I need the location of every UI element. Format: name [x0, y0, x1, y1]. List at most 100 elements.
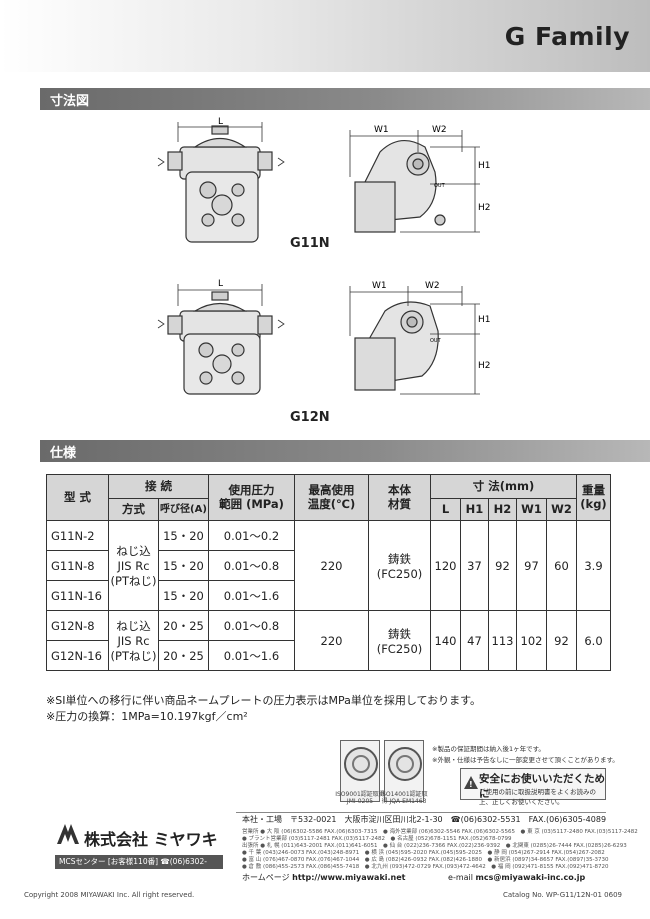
- g11n-dim-H2: H2: [478, 203, 490, 213]
- website-link[interactable]: http://www.miyawaki.net: [292, 873, 406, 882]
- g12n-dim-H1: H1: [478, 315, 490, 325]
- g12n-out-label: OUT: [430, 338, 442, 344]
- th-H2: H2: [488, 498, 517, 521]
- cell-model: G11N-16: [46, 580, 109, 611]
- cell-pressure: 0.01～0.8: [208, 550, 295, 581]
- th-W2: W2: [546, 498, 577, 521]
- table-row: G12N-16 20・25 0.01～1.6: [46, 640, 611, 671]
- th-H1: H1: [460, 498, 489, 521]
- cell-H2: 92: [488, 520, 517, 611]
- hq-address: 本社・工場 〒532-0021 大阪市淀川区田川北2-1-30 ☎(06)630…: [242, 815, 607, 824]
- th-size: 呼び径(A): [158, 498, 209, 521]
- g11n-dim-H1: H1: [478, 161, 490, 171]
- g11n-out-label: OUT: [434, 183, 446, 189]
- catalog-number: Catalog No. WP-G11/12N-01 0609: [502, 891, 622, 899]
- note-si-units: ※SI単位への移行に伴い商品ネームプレートの圧力表示はMPa単位を採用しておりま…: [46, 694, 482, 707]
- cell-pressure: 0.01～1.6: [208, 580, 295, 611]
- cell-temp: 220: [294, 610, 369, 671]
- cell-material: 鋳鉄(FC250): [368, 520, 431, 611]
- cell-L: 140: [430, 610, 461, 671]
- g12n-dim-L: L: [218, 279, 223, 289]
- iso14001-cert-icon: [384, 740, 424, 802]
- cell-size: 15・20: [158, 550, 209, 581]
- email-link[interactable]: mcs@miyawaki-inc.co.jp: [475, 873, 586, 882]
- iso14001-caption: ISO14001認証取得 JQA-EM1463: [380, 791, 428, 805]
- iso9001-caption: ISO9001認証取得 JMI-0205: [335, 791, 385, 805]
- cell-W2: 92: [546, 610, 577, 671]
- branch-list-line: ● プラント営業部 (03)5117-2481 FAX.(03)5117-248…: [242, 836, 512, 842]
- copyright: Copyright 2008 MIYAWAKI Inc. All right r…: [24, 891, 195, 899]
- table-row: G11N-16 15・20 0.01～1.6: [46, 580, 611, 611]
- g11n-model-label: G11N: [290, 236, 330, 251]
- note-pressure-conversion: ※圧力の換算：1MPa=10.197kgf／cm²: [46, 710, 248, 723]
- g12n-dim-W2: W2: [425, 281, 440, 291]
- cell-pressure: 0.01～0.8: [208, 610, 295, 641]
- cell-H1: 47: [460, 610, 489, 671]
- th-method: 方式: [108, 498, 159, 521]
- warranty-note: ※製品の保証期間は納入後1ヶ年です。: [432, 745, 545, 753]
- th-W1: W1: [516, 498, 547, 521]
- cell-W1: 97: [516, 520, 547, 611]
- branch-list-line: ● 富 山 (076)467-0870 FAX.(076)467-1044 ● …: [242, 857, 609, 863]
- cell-weight: 6.0: [576, 610, 611, 671]
- safety-subtitle: ご使用の前に取扱説明書をよくお読みの上、正しくお使いください。: [479, 788, 596, 806]
- safety-title: 安全にお使いいただくために: [479, 773, 605, 800]
- cell-size: 20・25: [158, 610, 209, 641]
- g12n-dim-W1: W1: [372, 281, 387, 291]
- section-header-specs: 仕様: [40, 440, 650, 462]
- cell-W2: 60: [546, 520, 577, 611]
- g11n-dim-W2: W2: [432, 125, 447, 135]
- company-name: 株式会社 ミヤワキ: [84, 830, 218, 849]
- g12n-dim-H2: H2: [478, 361, 490, 371]
- th-material: 本体材質: [368, 474, 431, 521]
- iso9001-cert-icon: [340, 740, 380, 802]
- mcs-center: MCSセンター [お客様110番] ☎(06)6302-5590: [55, 855, 223, 880]
- spec-change-note: ※外観・仕様は予告なしに一部変更させて頂くことがあります。: [432, 756, 619, 764]
- branch-list-line: 出張所 ● 札 幌 (011)643-2001 FAX.(011)641-605…: [242, 843, 627, 849]
- page-title: G Family: [504, 22, 630, 51]
- th-weight: 重量(kg): [576, 474, 611, 521]
- section-title-dimensions: 寸法図: [50, 94, 90, 109]
- th-pressure: 使用圧力範囲 (MPa): [208, 474, 295, 521]
- th-dims: 寸 法(mm): [430, 474, 577, 499]
- table-row: G11N-8 15・20 0.01～0.8: [46, 550, 611, 581]
- th-L: L: [430, 498, 461, 521]
- cell-temp: 220: [294, 520, 369, 611]
- cell-W1: 102: [516, 610, 547, 671]
- cell-weight: 3.9: [576, 520, 611, 611]
- cell-H2: 113: [488, 610, 517, 671]
- spec-table: 型 式 接 続 使用圧力範囲 (MPa) 最高使用温度(℃) 本体材質 寸 法(…: [46, 474, 611, 671]
- g11n-drawing: L W1 W2 H1 H2 OUT: [157, 117, 490, 243]
- th-temp: 最高使用温度(℃): [294, 474, 369, 521]
- contact-line: ホームページ http://www.miyawaki.net e-mail mc…: [242, 873, 586, 882]
- cell-pressure: 0.01～0.2: [208, 520, 295, 551]
- cell-size: 20・25: [158, 640, 209, 671]
- g11n-dim-L: L: [218, 117, 223, 127]
- g12n-model-label: G12N: [290, 410, 330, 425]
- cell-L: 120: [430, 520, 461, 611]
- warning-icon: [464, 776, 478, 789]
- cell-model: G11N-8: [46, 550, 109, 581]
- g12n-drawing: L W1 W2 H1 H2 OUT: [157, 279, 490, 395]
- section-header-dimensions: 寸法図: [40, 88, 650, 110]
- cell-model: G12N-16: [46, 640, 109, 671]
- branch-list-line: 営業所 ● 大 阪 (06)6302-5586 FAX.(06)6303-731…: [242, 829, 638, 835]
- section-title-specs: 仕様: [50, 446, 77, 461]
- cell-model: G12N-8: [46, 610, 109, 641]
- cell-size: 15・20: [158, 580, 209, 611]
- safety-notice: ! 安全にお使いいただくために ご使用の前に取扱説明書をよくお読みの上、正しくお…: [460, 768, 606, 806]
- cell-pressure: 0.01～1.6: [208, 640, 295, 671]
- cell-H1: 37: [460, 520, 489, 611]
- header-bar: G Family: [0, 0, 650, 72]
- cell-material: 鋳鉄(FC250): [368, 610, 431, 671]
- branch-list-line: ● 倉 敷 (086)455-2573 FAX.(086)455-7418 ● …: [242, 864, 609, 870]
- th-model: 型 式: [46, 474, 109, 521]
- th-connection: 接 続: [108, 474, 209, 499]
- g11n-dim-W1: W1: [374, 125, 389, 135]
- company-logo-icon: [57, 824, 79, 844]
- cell-size: 15・20: [158, 520, 209, 551]
